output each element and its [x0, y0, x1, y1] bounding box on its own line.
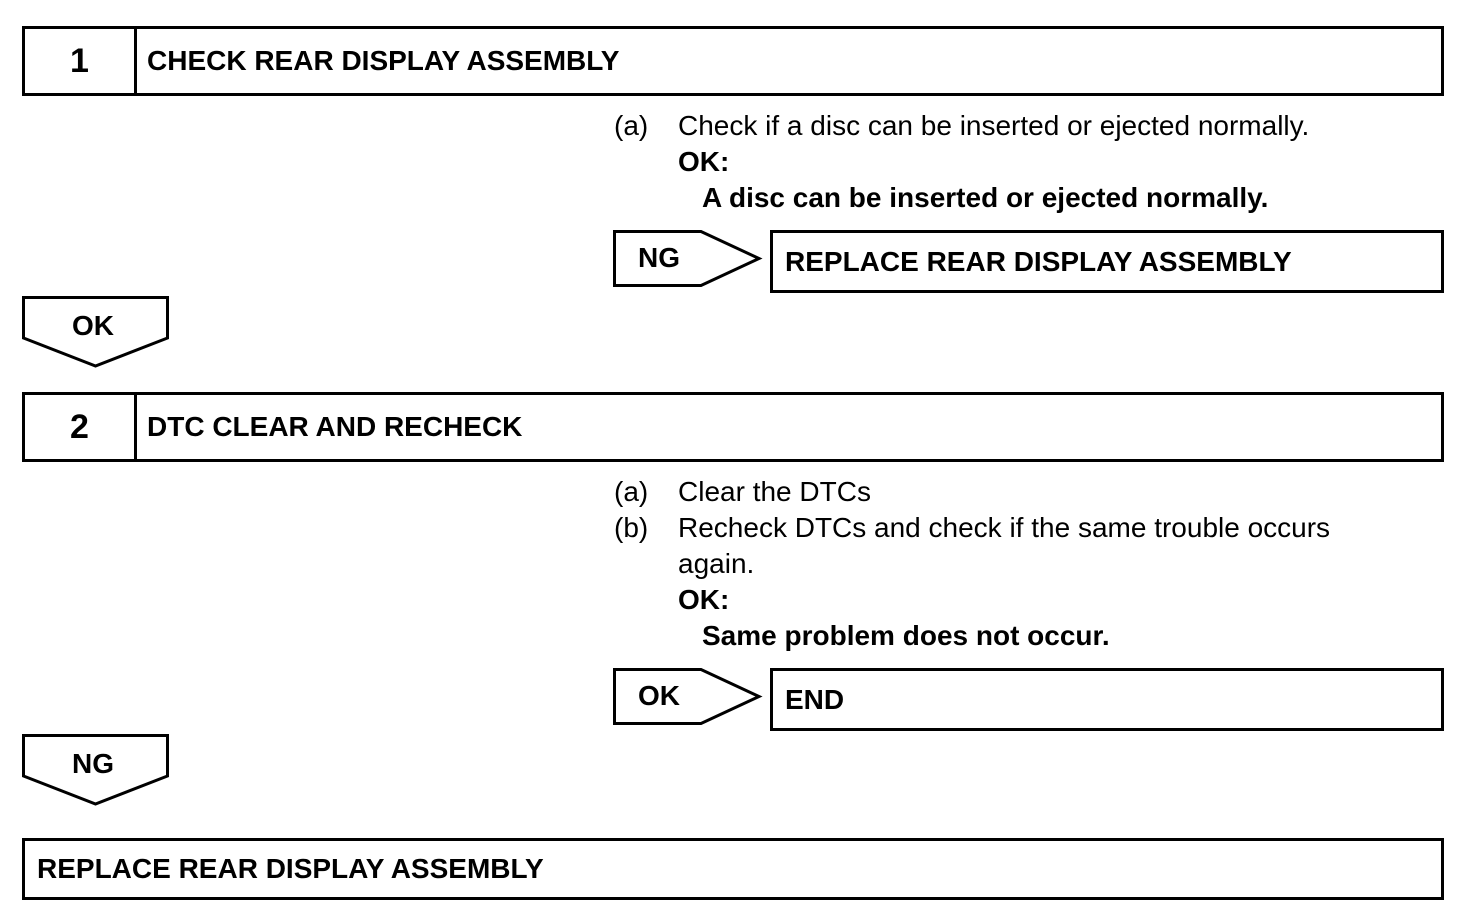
- ng-arrow-icon: [613, 230, 763, 287]
- instruction-text-continued: again.: [678, 548, 755, 579]
- ok-arrow-icon: [613, 668, 763, 725]
- final-action-box: REPLACE REAR DISPLAY ASSEMBLY: [22, 838, 1444, 900]
- instruction-text: Check if a disc can be inserted or eject…: [678, 110, 1310, 141]
- instruction-text: Recheck DTCs and check if the same troub…: [678, 512, 1331, 543]
- step-number: 1: [25, 29, 137, 93]
- step-2-header: 2 DTC CLEAR AND RECHECK: [22, 392, 1444, 462]
- ok-continue-label: OK: [72, 310, 114, 341]
- result-title: REPLACE REAR DISPLAY ASSEMBLY: [785, 245, 1292, 277]
- ng-label: NG: [638, 242, 680, 273]
- ng-down-arrow-icon: [22, 734, 169, 806]
- ok-condition: A disc can be inserted or ejected normal…: [702, 182, 1269, 213]
- ok-condition: Same problem does not occur.: [702, 620, 1110, 651]
- result-title: END: [785, 683, 845, 715]
- step-number: 2: [25, 395, 137, 459]
- ng-continue-label: NG: [72, 748, 114, 779]
- final-action-title: REPLACE REAR DISPLAY ASSEMBLY: [37, 853, 544, 884]
- instruction-marker: (a): [614, 110, 649, 141]
- end-result: END: [770, 668, 1444, 731]
- ok-label: OK:: [678, 584, 730, 615]
- step-title: CHECK REAR DISPLAY ASSEMBLY: [147, 45, 620, 76]
- ok-label: OK:: [678, 146, 730, 177]
- step-1-header: 1 CHECK REAR DISPLAY ASSEMBLY: [22, 26, 1444, 96]
- instruction-text: Clear the DTCs: [678, 476, 871, 507]
- step-title: DTC CLEAR AND RECHECK: [147, 411, 523, 442]
- instruction-marker: (b): [614, 512, 649, 543]
- replace-rear-display-result: REPLACE REAR DISPLAY ASSEMBLY: [770, 230, 1444, 293]
- ok-down-arrow-icon: [22, 296, 169, 368]
- instruction-marker: (a): [614, 476, 649, 507]
- ok-branch-label: OK: [638, 680, 680, 711]
